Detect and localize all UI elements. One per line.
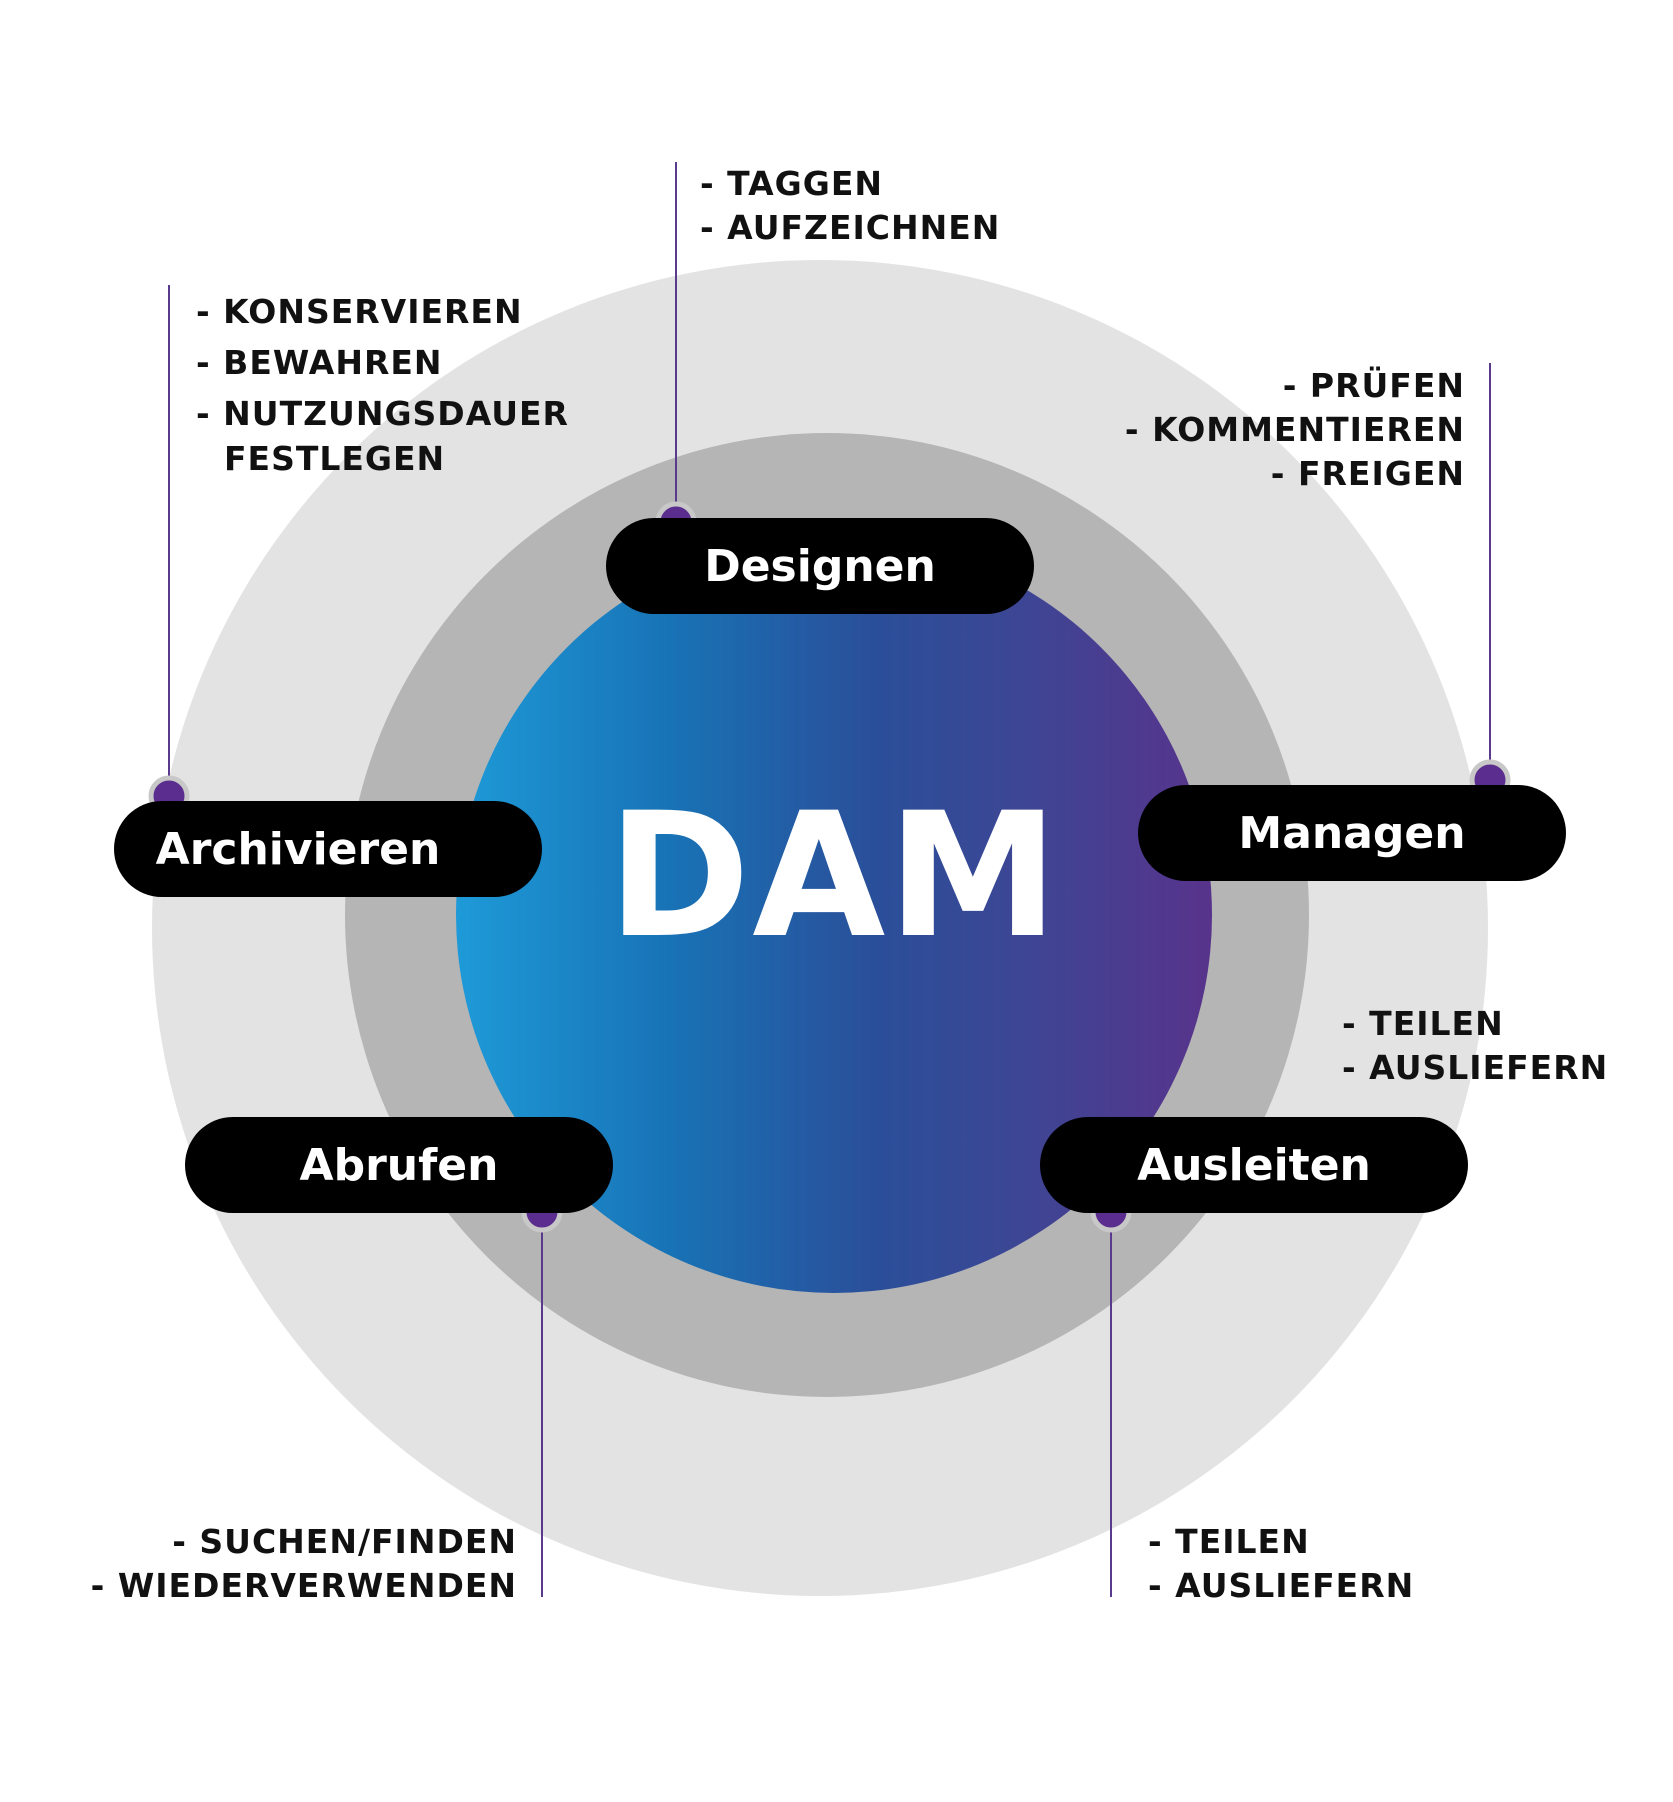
- stage-pill-ausleiten: Ausleiten: [1040, 1117, 1468, 1213]
- note-item: - WIEDERVERWENDEN: [90, 1566, 517, 1605]
- note-item: - AUFZEICHNEN: [700, 208, 1001, 247]
- note-item: - NUTZUNGSDAUER: [196, 394, 569, 433]
- notes-ausleiten-side: - TEILEN - AUSLIEFERN: [1342, 1002, 1608, 1090]
- notes-designen: - TAGGEN - AUFZEICHNEN: [700, 162, 1000, 250]
- stage-label-abrufen: Abrufen: [299, 1139, 499, 1191]
- notes-archivieren: - KONSERVIEREN - BEWAHREN - NUTZUNGSDAUE…: [196, 286, 569, 479]
- notes-abrufen: - SUCHEN/FINDEN - WIEDERVERWENDEN: [91, 1520, 517, 1608]
- note-item: - AUSLIEFERN: [1342, 1048, 1609, 1087]
- note-item: - PRÜFEN: [1282, 366, 1465, 405]
- note-item: - KONSERVIEREN: [196, 292, 523, 331]
- note-item: - BEWAHREN: [196, 343, 443, 382]
- note-item: - TEILEN: [1148, 1522, 1310, 1561]
- note-item: FESTLEGEN: [224, 439, 446, 478]
- note-item: - SUCHEN/FINDEN: [172, 1522, 517, 1561]
- notes-managen: - PRÜFEN - KOMMENTIEREN - FREIGEN: [1125, 364, 1465, 496]
- note-item: - FREIGEN: [1270, 454, 1465, 493]
- stage-pill-abrufen: Abrufen: [185, 1117, 613, 1213]
- stage-label-designen: Designen: [704, 540, 936, 592]
- dam-center-label: DAM: [607, 775, 1061, 976]
- stage-label-ausleiten: Ausleiten: [1137, 1139, 1371, 1191]
- note-item: - TAGGEN: [700, 164, 884, 203]
- note-item: - KOMMENTIEREN: [1124, 410, 1465, 449]
- stage-pill-archivieren: Archivieren: [114, 801, 542, 897]
- note-item: - TEILEN: [1342, 1004, 1504, 1043]
- stage-pill-designen: Designen: [606, 518, 1034, 614]
- stage-label-archivieren: Archivieren: [155, 823, 441, 875]
- notes-ausleiten: - TEILEN - AUSLIEFERN: [1148, 1520, 1414, 1608]
- note-item: - AUSLIEFERN: [1148, 1566, 1415, 1605]
- stage-pill-managen: Managen: [1138, 785, 1566, 881]
- stage-label-managen: Managen: [1238, 807, 1466, 859]
